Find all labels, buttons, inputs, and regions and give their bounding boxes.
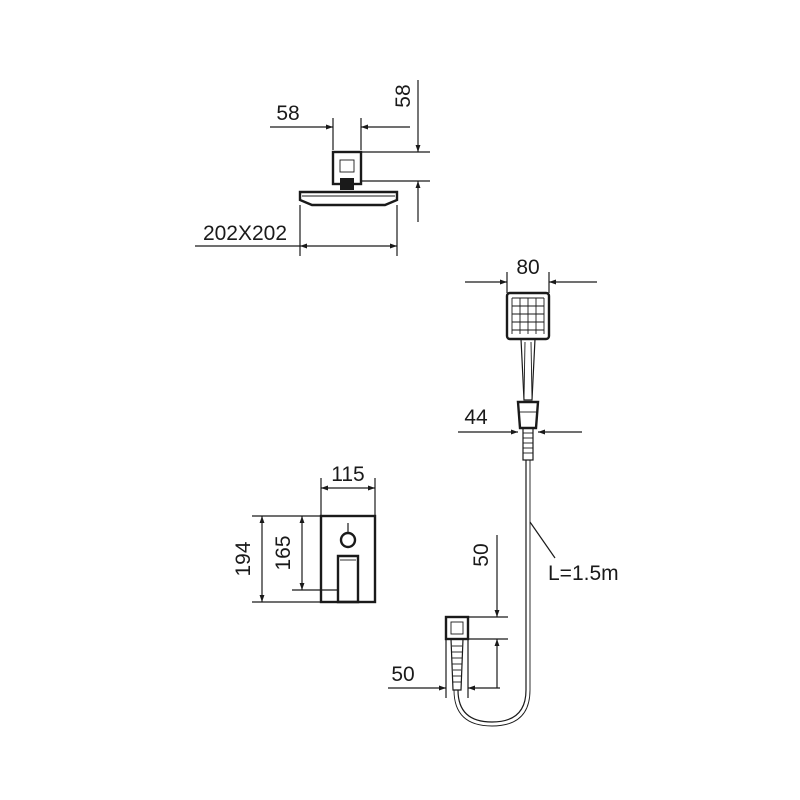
shower-arm-inner — [339, 159, 355, 173]
dim-head-size-label: 202X202 — [203, 222, 287, 245]
shower-hose — [457, 460, 527, 723]
mixer-knob — [339, 531, 357, 549]
dim-arm-height-label: 58 — [392, 84, 415, 107]
mixer-lever — [336, 554, 360, 604]
hose-connector — [522, 427, 534, 461]
dim-outlet-width-label: 50 — [391, 663, 414, 686]
dim-plate-height-label: 194 — [232, 541, 255, 576]
mixer-group: 115 194 165 — [232, 463, 377, 604]
dim-holder-width-label: 44 — [464, 406, 488, 429]
shower-head-plate — [298, 190, 399, 207]
dim-arm-width-label: 58 — [276, 102, 299, 125]
wall-outlet-group: 50 50 — [388, 535, 508, 698]
dim-outlet-height-label: 50 — [470, 543, 493, 566]
hand-shower-handle — [520, 338, 536, 401]
wall-outlet-inner — [450, 621, 464, 635]
dim-head-width-label: 80 — [516, 256, 539, 279]
hose-length-label: L=1.5m — [548, 562, 619, 585]
dim-inner-height-label: 165 — [272, 535, 295, 570]
dim-plate-width-label: 115 — [331, 463, 364, 486]
wall-outlet-plate — [444, 615, 470, 641]
shower-head-group: 58 58 202X202 — [195, 80, 430, 256]
hand-shower-group: 80 44 L=1.5m — [453, 256, 619, 727]
shower-arm-nut — [340, 178, 354, 190]
wall-outlet-fitting — [450, 638, 464, 691]
hand-shower-holder — [516, 400, 540, 430]
hand-shower-nozzle-grid — [511, 297, 545, 334]
